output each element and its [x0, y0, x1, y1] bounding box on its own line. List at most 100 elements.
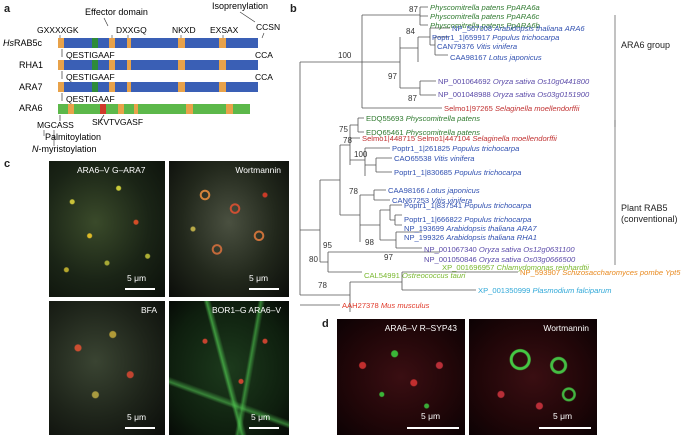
- panel-letter-c: c: [4, 158, 11, 170]
- bootstrap-arabidopsis-ara6: 84: [406, 27, 415, 36]
- leaf-xp001696957: XP_001696957 Chlamydomonas reinhardtii: [442, 263, 589, 272]
- bootstrap-ppara6: 87: [409, 5, 418, 14]
- panel-a-domain-diagram: Effector domain Isoprenylation GXXXXGK D…: [3, 1, 280, 154]
- leaf-poptr261825: Poptr1_1|261825 Populus trichocarpa: [392, 144, 519, 153]
- micrograph-bor1-ara6: BOR1–G ARA6–V 5 μm: [168, 300, 290, 436]
- motif-dxxgq-label: DXXGQ: [116, 25, 147, 35]
- leaf-can79376: CAN79376 Vitis vinifera: [437, 42, 517, 51]
- leaf-poptr659917: Poptr1_1|659917 Populus trichocarpa: [432, 33, 559, 42]
- bootstrap-oryza-rab5: 97: [384, 253, 393, 262]
- leaf-np199326: NP_199326 Arabidopsis thaliana RHA1: [404, 233, 537, 242]
- ara6-group-label: ARA6 group: [621, 40, 670, 50]
- micro-c2-scale-bar: [249, 288, 279, 290]
- protein-name-hsrab5c: HsRAB5c: [3, 38, 43, 48]
- panel-letter-a: a: [4, 3, 11, 15]
- leaf-edq55693: EDQ55693 Physcomitrella patens: [366, 114, 480, 123]
- protein-name-ara6: ARA6: [19, 103, 43, 113]
- bootstrap-outgroup: 78: [318, 281, 327, 290]
- leaf-cao65538: CAO65538 Vitis vinifera: [394, 154, 475, 163]
- bootstrap-rab5-moss: 75: [339, 125, 348, 134]
- motif-ccsn-label: CCSN: [256, 22, 280, 32]
- effector-domain-label: Effector domain: [85, 7, 148, 17]
- leaf-poptr830685: Poptr1_1|830685 Populus trichocarpa: [394, 168, 521, 177]
- leaf-np001067340: NP_001067340 Oryza sativa Os12g0631100: [424, 245, 575, 254]
- micrograph-bfa: BFA 5 μm: [48, 300, 166, 436]
- hsrab5c-effector-seq: QESTIGAAF: [66, 50, 115, 60]
- micro-c1-scale-bar: [125, 288, 155, 290]
- micro-d2-scale-bar: [539, 427, 591, 429]
- micro-c1-scale-text: 5 μm: [127, 273, 147, 283]
- micro-c2-label: Wortmannin: [235, 165, 281, 175]
- ara7-effector-seq: QESTIGAAF: [66, 94, 115, 104]
- ara6-bar: [58, 104, 250, 114]
- bootstrap-plant-rab5: 80: [309, 255, 318, 264]
- micro-c4-scale-bar: [249, 427, 279, 429]
- leaf-np001064692: NP_001064692 Oryza sativa Os10g0441800: [438, 77, 590, 86]
- micro-c3-scale-text: 5 μm: [127, 412, 147, 422]
- leaf-edq65461: EDQ65461 Physcomitrella patens: [366, 128, 480, 137]
- leaf-selmo448715: Selmo1|448715 Selmo1|447104 Selaginella …: [362, 134, 557, 143]
- micrograph-ara6-ara7: ARA6–V G–ARA7 5 μm: [48, 160, 166, 298]
- micrograph-d-wortmannin: Wortmannin 5 μm: [468, 318, 598, 436]
- leaf-caa98166: CAA98166 Lotus japonicus: [388, 186, 480, 195]
- leaf-np593907: NP_593907 Schizosaccharomyces pombe Ypt5: [520, 268, 681, 277]
- ara7-bar: [58, 82, 258, 92]
- micro-d1-scale-text: 5 μm: [421, 411, 441, 421]
- motif-exsax-label: EXSAX: [210, 25, 239, 35]
- leaf-ppara6b: Physcomitrella patens PpARA6b: [430, 21, 540, 30]
- micro-c2-scale-text: 5 μm: [249, 273, 269, 283]
- leaf-poptr666822: Poptr1_1|666822 Populus trichocarpa: [404, 215, 531, 224]
- leaf-np193699: NP_193699 Arabidopsis thaliana ARA7: [404, 224, 537, 233]
- bootstrap-ara6-group: 100: [338, 51, 352, 60]
- hsrab5c-bar: [58, 38, 258, 48]
- plant-rab5-label: Plant RAB5: [621, 203, 668, 213]
- panel-letter-d: d: [322, 318, 329, 330]
- hsrab5c-cterm: CCA: [255, 50, 273, 60]
- micrograph-wortmannin: Wortmannin 5 μm: [168, 160, 290, 298]
- leaf-caa98167: CAA98167 Lotus japonicus: [450, 53, 542, 62]
- panel-letter-b: b: [290, 3, 297, 15]
- bootstrap-rab5-moss-inner: 78: [343, 136, 352, 145]
- micro-c1-label: ARA6–V G–ARA7: [77, 165, 146, 175]
- panel-b-phylogenetic-tree: 100 87 84 97 87 75 78 100 78 95 98 97 80…: [299, 3, 681, 312]
- leaf-can67253: CAN67253 Vitis vinifera: [392, 196, 472, 205]
- bootstrap-ara7-rha1: 98: [365, 238, 374, 247]
- micro-c3-scale-bar: [125, 427, 155, 429]
- micrograph-ara6-syp43: ARA6–V R–SYP43 5 μm: [336, 318, 466, 436]
- leaf-np001050846: NP_001050846 Oryza sativa Os03g0666500: [424, 255, 576, 264]
- leaf-selmo97265: Selmo1|97265 Selaginella moellendorffii: [444, 104, 580, 113]
- bootstrap-rab5-core: 95: [323, 241, 332, 250]
- micro-c4-scale-text: 5 μm: [251, 412, 271, 422]
- micro-c4-label: BOR1–G ARA6–V: [212, 305, 281, 315]
- motif-nkxd-label: NKXD: [172, 25, 196, 35]
- micro-d2-scale-text: 5 μm: [553, 411, 573, 421]
- leaf-xp001350999: XP_001350999 Plasmodium falciparum: [478, 286, 611, 295]
- leaf-cal54991: CAL54991 Ostreococcus tauri: [364, 271, 466, 280]
- protein-name-rha1: RHA1: [19, 60, 43, 70]
- leaf-np001048988: NP_001048988 Oryza sativa Os03g0151900: [438, 90, 590, 99]
- leaf-np567008: NP_567008 Arabidopsis thaliana ARA6: [452, 24, 585, 33]
- bootstrap-poptr-vitis: 100: [354, 150, 368, 159]
- myristoylation-label: N-myristoylation: [32, 144, 97, 154]
- rha1-effector-seq: QESTIGAAF: [66, 72, 115, 82]
- micro-d1-scale-bar: [407, 427, 459, 429]
- micro-d2-label: Wortmannin: [543, 323, 589, 333]
- protein-name-ara7: ARA7: [19, 82, 43, 92]
- rha1-cterm: CCA: [255, 72, 273, 82]
- leaf-ppara6c: Physcomitrella patens PpARA6c: [430, 12, 540, 21]
- bootstrap-rab5-lotus: 78: [349, 187, 358, 196]
- rha1-bar: [58, 60, 258, 70]
- bootstrap-ara6-core: 97: [388, 72, 397, 81]
- isoprenylation-label: Isoprenylation: [212, 1, 268, 11]
- bootstrap-oryza-ara6: 87: [408, 94, 417, 103]
- leaf-ppara6a: Physcomitrella patens PpARA6a: [430, 3, 540, 12]
- palmitoylation-label: Palmitoylation: [45, 132, 101, 142]
- leaf-aah27378: AAH27378 Mus musculus: [342, 301, 430, 310]
- leaf-poptr837541: Poptr1_1|837541 Populus trichocarpa: [404, 201, 531, 210]
- ara6-nterm-seq: MGCASS: [37, 120, 74, 130]
- conventional-label: (conventional): [621, 214, 678, 224]
- ara6-effector-seq: SKVTVGASF: [92, 117, 143, 127]
- micro-d1-label: ARA6–V R–SYP43: [384, 323, 457, 333]
- motif-gxxxxgk-label: GXXXXGK: [37, 25, 79, 35]
